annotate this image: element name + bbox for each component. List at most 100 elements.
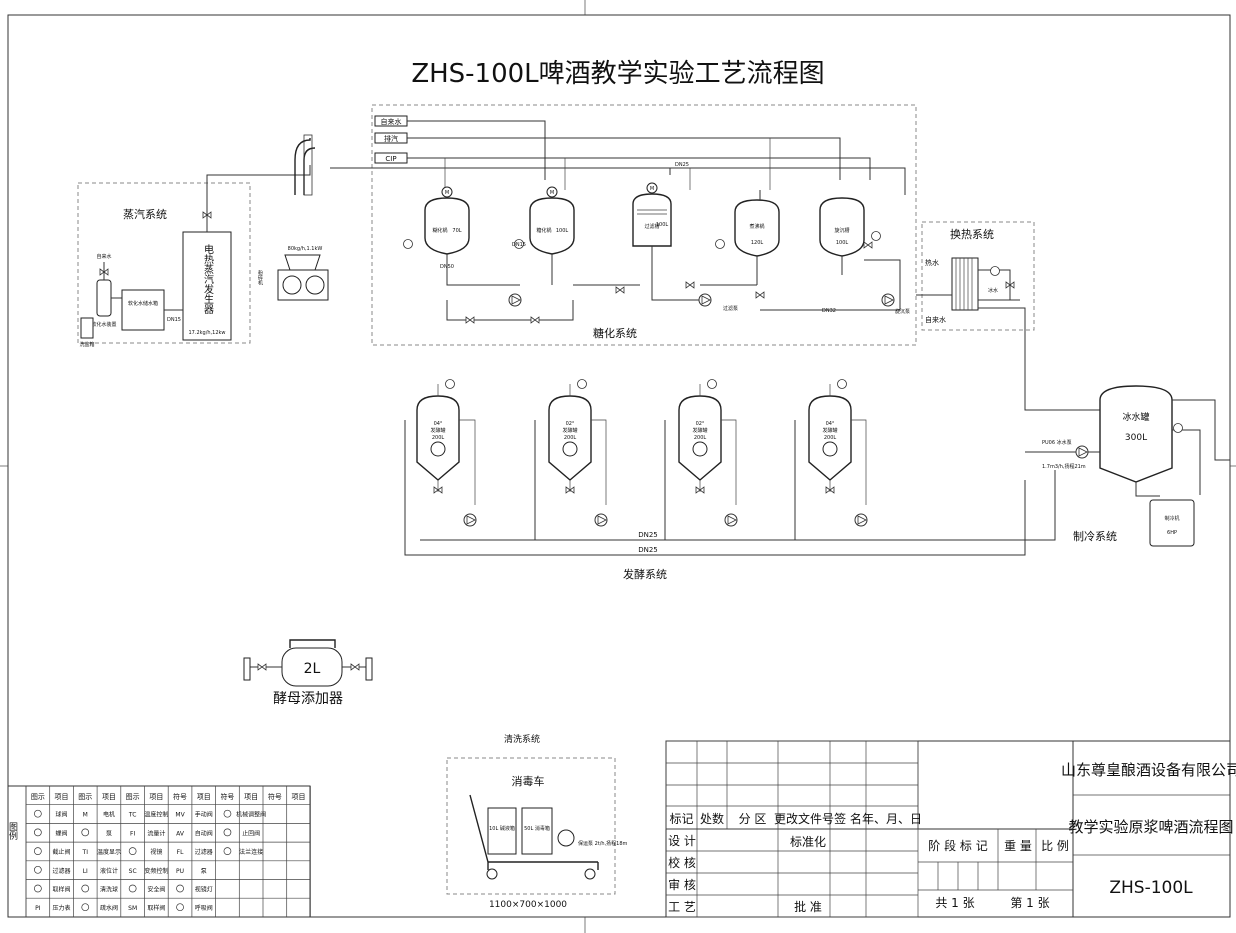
legend-symbol: MV xyxy=(175,812,185,819)
vessel-capacity: 70L xyxy=(452,228,461,234)
legend-symbol-icon xyxy=(176,884,184,893)
ice-tank-capacity: 300L xyxy=(1125,433,1147,443)
fermenter-temp: 04° xyxy=(434,421,443,427)
legend-symbol-icon xyxy=(33,884,42,893)
revision-header-cell: 分 区 xyxy=(739,812,767,826)
legend-symbol-icon xyxy=(223,828,232,837)
pump-label-whirlpool: 旋沉泵 xyxy=(895,308,910,315)
legend-header-cell: 项目 xyxy=(55,793,69,801)
fermenter-name: 发酵罐 xyxy=(692,427,707,434)
role-label: 设 计 xyxy=(668,834,696,848)
svg-text:M: M xyxy=(650,186,654,192)
salt-box xyxy=(80,317,94,339)
vessel-name: 过滤槽 xyxy=(644,223,659,230)
legend-item-label: 止回阀 xyxy=(242,829,260,837)
cart-tank-alkali: 10L 碱液箱 xyxy=(489,825,515,832)
salt-box-label: 洗盐箱 xyxy=(79,341,94,348)
header-drain: 排汽 xyxy=(384,134,398,143)
steam-generator-label: 电热蒸汽发生器 xyxy=(202,243,214,315)
fermenter-temp: 02° xyxy=(566,421,575,427)
legend-item-label: 电机 xyxy=(103,811,115,819)
svg-text:M: M xyxy=(445,190,449,196)
revision-header-cell: 年、月、日 xyxy=(862,812,922,826)
legend-header-cell: 图示 xyxy=(126,793,140,801)
svg-text:M: M xyxy=(550,190,554,196)
chiller-capacity: 6HP xyxy=(1167,530,1177,536)
legend-header-cell: 符号 xyxy=(220,792,234,801)
pipe-label: DN25 xyxy=(675,162,689,168)
vessel-name: 煮沸锅 xyxy=(749,223,764,230)
legend-symbol-icon xyxy=(33,865,42,874)
pipe-label: DN32 xyxy=(822,308,836,314)
legend-symbol: SC xyxy=(129,868,137,875)
fermenter-name: 发酵罐 xyxy=(430,427,445,434)
revision-header-cell: 更改文件号 xyxy=(774,811,834,826)
ice-tank-name: 冰水罐 xyxy=(1122,411,1149,423)
legend-header-cell: 项目 xyxy=(244,793,258,801)
fermenter-capacity: 200L xyxy=(824,435,837,441)
legend-symbol: PU xyxy=(176,868,184,875)
legend-header-cell: 符号 xyxy=(173,792,187,801)
mash-system-label: 糖化系统 xyxy=(593,326,637,340)
hx-ice-water: 冰水 xyxy=(988,287,998,294)
mill-spec: 80kg/h,1.1kW xyxy=(288,246,323,252)
drawing-code: ZHS-100L xyxy=(1109,878,1193,898)
sheet-total: 共 1 张 xyxy=(935,896,974,910)
steam-system-label: 蒸汽系统 xyxy=(123,207,167,221)
legend-header-cell: 图示 xyxy=(31,793,45,801)
legend-item-label: 机械调整阀 xyxy=(236,811,266,819)
heat-exchange-system: 换热系统 热水 自来水 冰水 xyxy=(916,221,1100,411)
legend-header-cell: 项目 xyxy=(102,793,116,801)
yeast-adder: 2L 酵母添加器 xyxy=(243,639,373,707)
legend-item-label: 清洗球 xyxy=(100,886,118,894)
fermenter-name: 发酵罐 xyxy=(822,427,837,434)
legend-item-label: 手动阀 xyxy=(195,811,213,819)
legend-symbol-icon xyxy=(81,903,90,912)
softener-tank xyxy=(121,289,165,331)
chiller-name: 制冷机 xyxy=(1164,515,1179,522)
legend-symbol-icon xyxy=(128,847,137,855)
fermenter: 02° 发酵罐 200L xyxy=(548,379,608,527)
ice-pump-label: PU06 冰水泵 xyxy=(1042,439,1072,446)
legend-symbol-icon xyxy=(33,809,42,818)
legend-symbol-icon xyxy=(223,809,232,818)
fermentation-label: 发酵系统 xyxy=(623,567,667,581)
header-tap-water: 自来水 xyxy=(381,117,402,126)
mash-vessels: 糊化锅 70L M 糖化锅 100L M 过滤槽 100L M 煮沸锅 120L xyxy=(424,182,865,257)
legend-item-label: 压力表 xyxy=(53,904,71,912)
ice-pump-spec: 1.7m3/h,扬程21m xyxy=(1042,463,1086,470)
legend-symbol-icon xyxy=(81,884,90,893)
approve-label: 批 准 xyxy=(794,899,822,914)
yeast-adder-name: 酵母添加器 xyxy=(273,691,343,707)
stage-header: 重 量 xyxy=(1004,839,1032,853)
legend-symbol: PI xyxy=(35,905,41,912)
legend-symbol-icon xyxy=(128,884,137,893)
legend-symbol-icon xyxy=(223,847,232,855)
legend-symbol-icon xyxy=(33,828,42,837)
revision-header-cell: 标记 xyxy=(669,812,693,826)
legend-item-label: 取样阀 xyxy=(147,904,165,912)
hx-hot-water: 热水 xyxy=(925,258,939,267)
header-cip: CIP xyxy=(385,155,396,163)
vessel-whirlpool: 旋沉槽 100L xyxy=(819,197,865,257)
legend-symbol: TC xyxy=(128,812,137,819)
fermenter: 04° 发酵罐 200L xyxy=(808,379,868,527)
drawing-name: 教学实验原浆啤酒流程图 xyxy=(1068,818,1233,836)
legend-item-label: 温度控制 xyxy=(144,811,168,819)
legend-item-label: 蝶阀 xyxy=(56,829,68,837)
fermenter-name: 发酵罐 xyxy=(562,427,577,434)
legend-symbol: M xyxy=(83,812,88,819)
steam-system: 蒸汽系统 电热蒸汽发生器 17.2kg/h,12kw 软化水储水箱 软化水装置 … xyxy=(77,165,311,348)
softener-tank-label: 软化水储水箱 xyxy=(128,300,158,307)
fermenter-capacity: 200L xyxy=(432,435,445,441)
hx-tap-water: 自来水 xyxy=(925,315,946,324)
heat-exchange-label: 换热系统 xyxy=(950,227,994,241)
legend-symbol: AV xyxy=(176,830,185,837)
vessel-capacity: 100L xyxy=(656,222,669,228)
legend-item-label: 视镜灯 xyxy=(195,886,213,894)
fermentation-system: 04° 发酵罐 200L 02° 发酵罐 200L 02° 发酵罐 200L xyxy=(404,379,1056,581)
legend-symbol: FL xyxy=(177,849,184,856)
